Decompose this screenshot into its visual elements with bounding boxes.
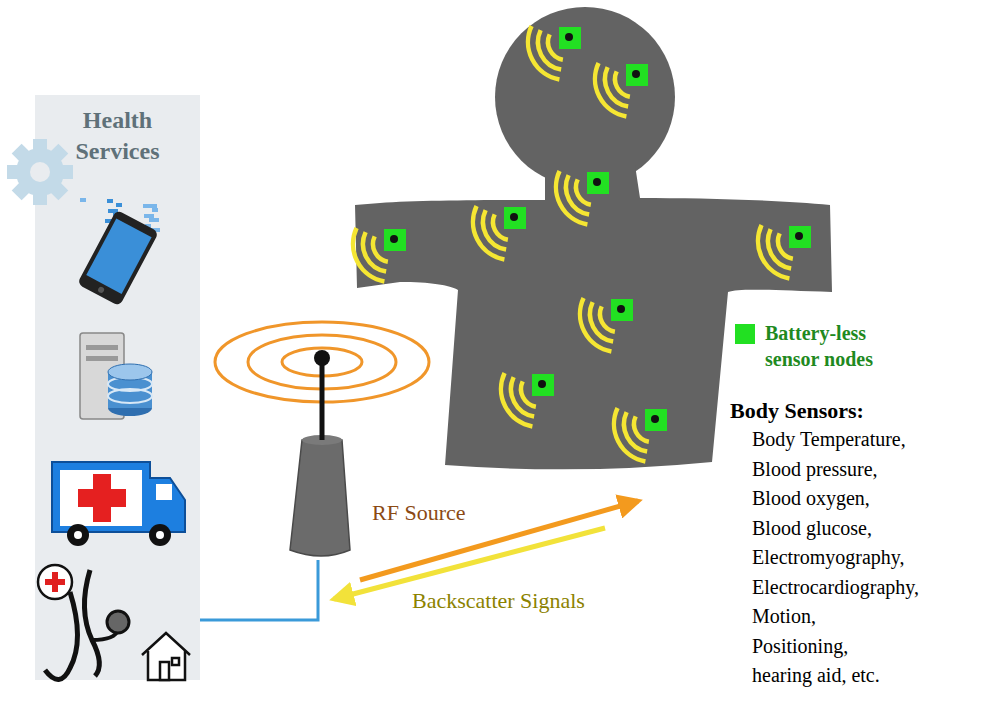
house-icon (142, 633, 190, 680)
sensor-nodes (353, 26, 811, 461)
sensor-node (614, 408, 667, 461)
sensor-node (501, 373, 554, 426)
sensor-node (595, 63, 648, 116)
legend-swatch (735, 324, 755, 344)
sensor-item: Electromyography, (752, 546, 905, 568)
panel-title: Health Services (53, 105, 183, 167)
sensor-item: hearing aid, etc. (752, 664, 880, 686)
ambulance-icon (52, 462, 185, 546)
stethoscope-icon (38, 565, 129, 680)
gear-icon (7, 139, 73, 205)
sensor-node (758, 225, 811, 278)
sensor-node (580, 298, 633, 351)
sensor-item: Blood pressure, (752, 458, 878, 480)
rf-arrow (360, 501, 638, 580)
service-panel: Health Services (35, 95, 200, 680)
signal-label: Backscatter Signals (412, 588, 585, 613)
list-heading: Body Sensors: (730, 398, 864, 423)
legend-text: Battery-less sensor nodes (765, 322, 873, 370)
sensor-node (556, 171, 609, 224)
sensor-item: Positioning, (752, 635, 848, 657)
signal-label: RF Source (372, 500, 466, 525)
sensor-item: Blood oxygen, (752, 487, 870, 509)
sensor-node (473, 206, 526, 259)
sensor-node (353, 228, 406, 281)
sensor-item: Blood glucose, (752, 517, 872, 539)
sensor-item: Body Temperature, (752, 428, 906, 450)
phone-icon (77, 210, 159, 307)
sensor-item: Electrocardiography, (752, 576, 919, 598)
network-wire (200, 560, 318, 620)
sensor-item: Motion, (752, 605, 816, 627)
server-icon (80, 333, 152, 419)
sensor-node (528, 26, 581, 79)
